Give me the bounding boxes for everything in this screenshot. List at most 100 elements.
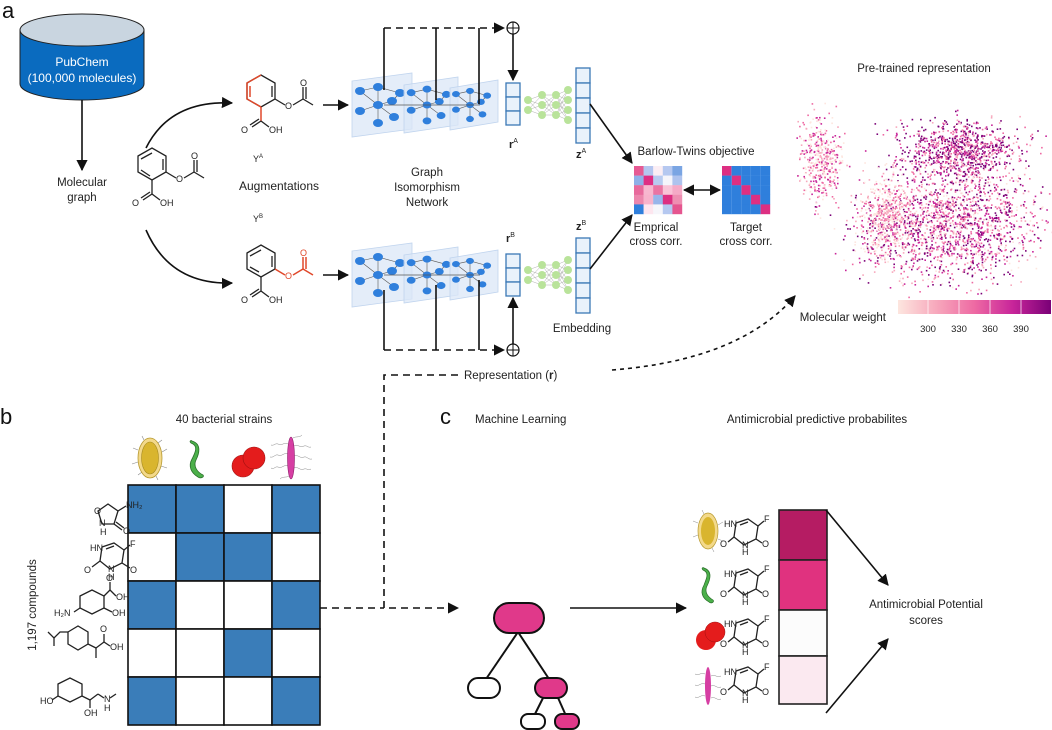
- umap-point: [873, 205, 875, 208]
- umap-point: [952, 230, 955, 233]
- umap-point: [902, 190, 905, 192]
- umap-point: [945, 220, 948, 223]
- umap-point: [968, 124, 971, 126]
- umap-point: [873, 220, 876, 222]
- umap-point: [883, 190, 886, 192]
- umap-point: [969, 163, 971, 166]
- umap-point: [969, 131, 971, 133]
- umap-point: [950, 132, 952, 134]
- gin-node: [355, 257, 365, 265]
- umap-point: [815, 166, 818, 169]
- umap-point: [826, 157, 828, 159]
- umap-point: [928, 159, 930, 161]
- umap-point: [951, 145, 953, 148]
- umap-point: [805, 168, 807, 170]
- umap-point: [917, 236, 920, 239]
- antimicrobial-score-column: [778, 509, 828, 705]
- umap-point: [991, 163, 993, 165]
- umap-point: [931, 171, 934, 173]
- umap-point: [967, 185, 969, 187]
- compound-phenylephrine: HO OH N H: [40, 677, 117, 718]
- umap-point: [990, 207, 992, 209]
- svg-text:OH: OH: [160, 198, 174, 208]
- umap-point: [909, 149, 911, 152]
- umap-point: [976, 225, 979, 227]
- umap-point: [891, 215, 893, 218]
- umap-point: [867, 221, 869, 223]
- umap-point: [1004, 219, 1006, 221]
- umap-point: [966, 240, 969, 243]
- umap-point: [899, 235, 901, 237]
- umap-point: [961, 148, 963, 151]
- umap-point: [1009, 203, 1012, 205]
- umap-point: [824, 166, 826, 169]
- umap-point: [938, 140, 940, 143]
- strains-title: 40 bacterial strains: [176, 414, 273, 426]
- umap-point: [896, 219, 899, 222]
- umap-point: [1003, 208, 1006, 210]
- umap-point: [940, 232, 942, 234]
- umap-point: [956, 149, 959, 152]
- umap-point: [824, 142, 827, 145]
- umap-point: [837, 126, 839, 128]
- umap-point: [945, 214, 948, 217]
- target-matrix-cell: [760, 166, 771, 176]
- gin-node: [355, 107, 365, 115]
- umap-point: [1011, 237, 1014, 240]
- umap-point: [969, 147, 972, 150]
- umap-point: [874, 262, 877, 264]
- umap-point: [873, 213, 876, 215]
- umap-point: [926, 244, 928, 246]
- umap-point: [942, 151, 944, 154]
- umap-point: [878, 195, 880, 197]
- umap-point: [1003, 273, 1005, 276]
- umap-point: [951, 139, 954, 141]
- umap-point: [949, 181, 952, 184]
- gin-node: [452, 106, 460, 113]
- umap-point: [877, 245, 879, 247]
- umap-point: [991, 142, 993, 145]
- umap-point: [965, 180, 968, 183]
- umap-point: [952, 216, 954, 218]
- umap-point: [954, 160, 956, 163]
- umap-point: [913, 214, 915, 217]
- gin-node: [406, 89, 416, 97]
- umap-point: [894, 245, 897, 248]
- umap-point: [917, 258, 920, 261]
- umap-point: [820, 133, 822, 136]
- umap-point: [905, 198, 908, 200]
- umap-point: [920, 244, 923, 247]
- umap-point: [832, 153, 834, 155]
- umap-point: [938, 267, 941, 270]
- umap-point: [992, 176, 994, 179]
- umap-point: [907, 234, 910, 237]
- mlp-neuron: [552, 261, 560, 269]
- umap-point: [804, 172, 807, 174]
- umap-point: [936, 171, 938, 173]
- umap-point: [956, 225, 958, 228]
- umap-point: [1037, 130, 1039, 132]
- umap-point: [919, 221, 922, 223]
- umap-point: [928, 200, 931, 203]
- target-matrix-cell: [722, 194, 732, 205]
- umap-point: [881, 249, 883, 252]
- umap-point: [868, 258, 871, 261]
- umap-point: [937, 196, 939, 199]
- umap-point: [1000, 203, 1002, 205]
- umap-point: [832, 150, 834, 153]
- umap-point: [895, 166, 897, 169]
- umap-point: [928, 192, 931, 195]
- svg-text:O: O: [241, 125, 248, 135]
- umap-point: [830, 151, 832, 153]
- umap-point: [993, 190, 996, 192]
- umap-point: [904, 223, 906, 226]
- umap-point: [942, 220, 945, 222]
- colorbar-tick-330: 330: [951, 324, 967, 335]
- umap-point: [904, 151, 906, 153]
- umap-point: [832, 157, 834, 160]
- umap-point: [970, 264, 972, 267]
- umap-point: [815, 132, 818, 134]
- umap-point: [920, 150, 923, 152]
- umap-point: [982, 222, 984, 225]
- umap-point: [1022, 244, 1024, 246]
